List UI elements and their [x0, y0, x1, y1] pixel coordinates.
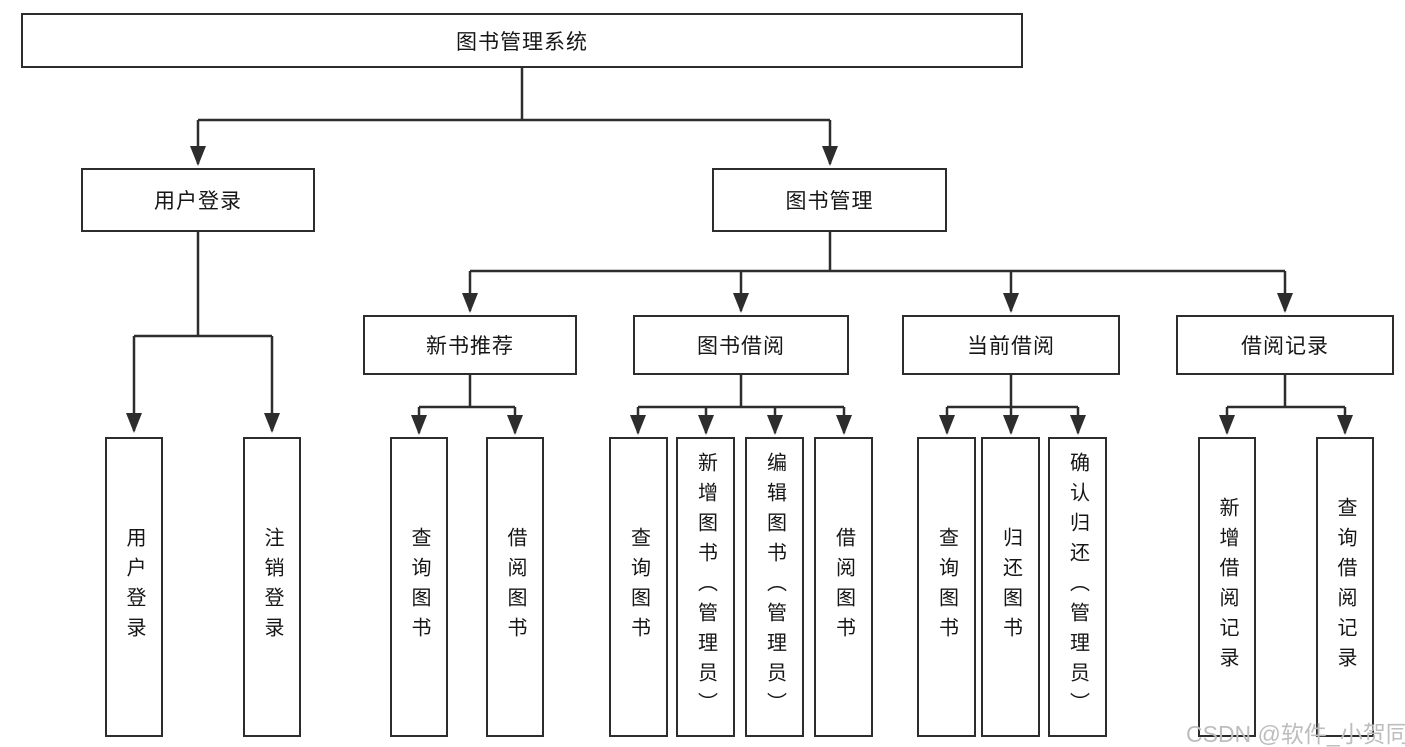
leaf-current-query-book: 查询图书: [917, 437, 976, 737]
node-book-borrow: 图书借阅: [633, 315, 849, 375]
leaf-borrow-query-book: 查询图书: [609, 437, 668, 737]
node-borrow-records: 借阅记录: [1176, 315, 1394, 375]
node-user-login: 用户登录: [81, 168, 315, 232]
leaf-borrow-borrow-book: 借阅图书: [814, 437, 873, 737]
node-current-borrow: 当前借阅: [902, 315, 1120, 375]
leaf-current-confirm-return-admin: 确认归还（管理员）: [1048, 437, 1107, 737]
leaf-logout: 注销登录: [243, 437, 301, 737]
leaf-records-add-record: 新增借阅记录: [1198, 437, 1256, 737]
leaf-borrow-add-book-admin: 新增图书（管理员）: [676, 437, 735, 737]
leaf-newbook-borrow-book: 借阅图书: [486, 437, 544, 737]
leaf-user-login: 用户登录: [105, 437, 163, 737]
leaf-current-return-book: 归还图书: [981, 437, 1040, 737]
leaf-newbook-query-book: 查询图书: [390, 437, 448, 737]
csdn-watermark: CSDN @软件_小贺同学: [1186, 715, 1405, 747]
leaf-borrow-edit-book-admin: 编辑图书（管理员）: [745, 437, 804, 737]
node-new-book-recommend: 新书推荐: [363, 315, 577, 375]
node-book-management: 图书管理: [712, 168, 947, 232]
leaf-records-query-record: 查询借阅记录: [1316, 437, 1374, 737]
csdn-watermark-text: CSDN @软件_小贺同: [1186, 721, 1405, 747]
node-library-system: 图书管理系统: [21, 13, 1023, 68]
